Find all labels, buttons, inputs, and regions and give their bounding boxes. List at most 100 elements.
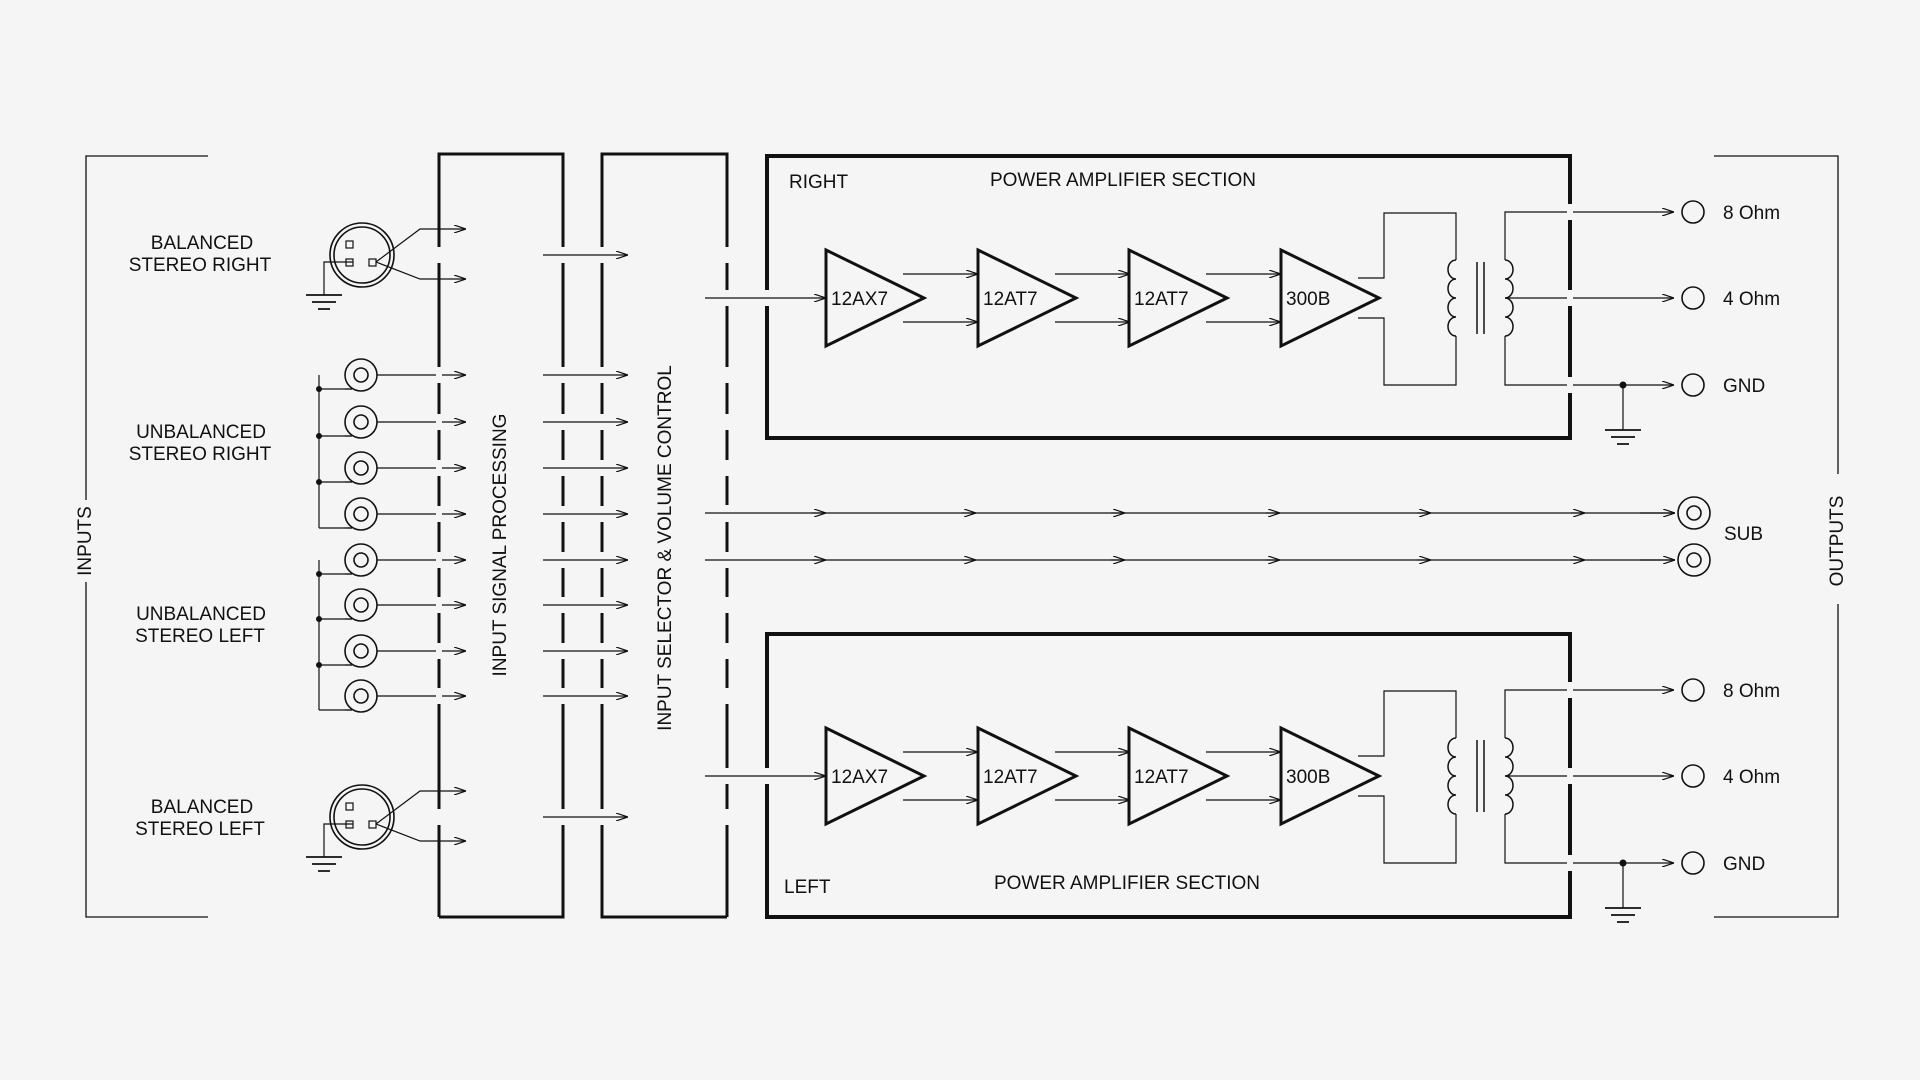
rca-center-pin <box>353 506 369 522</box>
rca-jack-icon <box>344 634 466 668</box>
rca-outer-ring <box>344 358 378 392</box>
input-processing-label: INPUT SIGNAL PROCESSING <box>490 414 511 677</box>
balanced-right-label-line1: BALANCED <box>151 233 253 254</box>
amp-triangle-icon <box>1127 247 1231 349</box>
rca-outer-ring <box>344 405 378 439</box>
rca-outer-ring <box>344 451 378 485</box>
tube-label: 12AT7 <box>983 767 1038 788</box>
rca-jack-icon <box>344 451 466 485</box>
junction-dot <box>316 662 322 668</box>
ground-symbol <box>306 294 342 310</box>
junction-dot <box>316 386 322 392</box>
tube-label: 12AX7 <box>831 289 888 310</box>
junction-dot <box>316 571 322 577</box>
tube-label: 12AX7 <box>831 767 888 788</box>
amp-triangle-icon <box>976 247 1080 349</box>
primary-lead <box>1358 690 1457 757</box>
right-power-amp-section: RIGHT POWER AMPLIFIER SECTION <box>765 154 1572 440</box>
amp-triangle-icon <box>976 725 1080 827</box>
unbalanced-left-label-line1: UNBALANCED <box>136 604 266 625</box>
sub-output-label: SUB <box>1724 524 1763 545</box>
xlr-pin <box>345 802 354 811</box>
balanced-right-label-line2: STEREO RIGHT <box>129 255 272 276</box>
unbalanced-right-label-line1: UNBALANCED <box>136 422 266 443</box>
output-terminal-icon <box>1681 678 1705 702</box>
ground-symbol <box>1605 859 1641 923</box>
left-channel-label: LEFT <box>784 877 831 898</box>
junction-dot <box>316 479 322 485</box>
rca-outer-ring <box>344 497 378 531</box>
tube-amp-stage: 12AX7 <box>824 725 978 827</box>
rca-center-pin <box>353 460 369 476</box>
ground-bars <box>1605 429 1641 445</box>
ground-bars <box>1605 907 1641 923</box>
output-line-8ohm <box>1504 212 1674 260</box>
tube-label: 300B <box>1286 289 1330 310</box>
rca-ground-bus <box>316 375 352 529</box>
output-label: 4 Ohm <box>1723 289 1780 310</box>
amp-triangle-icon <box>1279 725 1383 827</box>
output-label: GND <box>1723 854 1765 875</box>
rca-center-pin <box>1686 505 1702 521</box>
primary-lead <box>1358 795 1457 864</box>
rca-jack-icon <box>344 543 466 577</box>
output-terminal-icon <box>1681 373 1705 397</box>
output-label: 8 Ohm <box>1723 681 1780 702</box>
rca-center-pin <box>353 643 369 659</box>
tube-amp-stage: 300B <box>1279 725 1383 827</box>
xlr-pin <box>345 240 354 249</box>
xlr-pin <box>368 258 377 267</box>
tube-amp-stage: 300B <box>1279 247 1383 349</box>
tube-amp-stage: 12AX7 <box>824 247 978 349</box>
input-group-labels: BALANCED STEREO RIGHT UNBALANCED STEREO … <box>129 233 272 840</box>
rca-outer-ring <box>1677 543 1711 577</box>
output-line-8ohm <box>1504 690 1674 738</box>
outputs-label: OUTPUTS <box>1827 496 1848 587</box>
selector-volume-label: INPUT SELECTOR & VOLUME CONTROL <box>655 365 676 731</box>
output-label: 8 Ohm <box>1723 203 1780 224</box>
left-section-label: POWER AMPLIFIER SECTION <box>994 873 1260 894</box>
output-terminal-icon <box>1681 200 1705 224</box>
sub-output-jack-icon <box>1677 543 1711 577</box>
amp-triangle-icon <box>1279 247 1383 349</box>
xlr-pin <box>368 820 377 829</box>
tube-amp-stage: 12AT7 <box>1127 725 1281 827</box>
rca-center-pin <box>353 552 369 568</box>
output-transformer-icon <box>1358 212 1514 386</box>
rca-center-pin <box>1686 552 1702 568</box>
output-label: GND <box>1723 376 1765 397</box>
rca-outer-ring <box>344 588 378 622</box>
junction-dot <box>316 616 322 622</box>
tube-label: 12AT7 <box>1134 289 1189 310</box>
rca-center-pin <box>353 367 369 383</box>
sub-output-jack-icon <box>1677 496 1711 530</box>
output-terminal-icon <box>1681 764 1705 788</box>
right-channel-label: RIGHT <box>789 172 849 193</box>
unbalanced-left-label-line2: STEREO LEFT <box>135 626 265 647</box>
output-label: 4 Ohm <box>1723 767 1780 788</box>
primary-lead <box>1358 317 1457 386</box>
rca-outer-ring <box>1677 496 1711 530</box>
output-terminal-icon <box>1681 286 1705 310</box>
primary-coil <box>1447 737 1457 815</box>
tube-amp-stage: 12AT7 <box>1127 247 1281 349</box>
rca-jack-icon <box>344 405 466 439</box>
balanced-left-label-line1: BALANCED <box>151 797 253 818</box>
selector-volume-block: INPUT SELECTOR & VOLUME CONTROL <box>600 152 729 919</box>
input-processing-block: INPUT SIGNAL PROCESSING <box>437 152 565 919</box>
rca-jack-icon <box>344 679 466 713</box>
rca-outer-ring <box>344 679 378 713</box>
amp-triangle-icon <box>1127 725 1231 827</box>
tube-label: 12AT7 <box>983 289 1038 310</box>
outputs-bracket: OUTPUTS <box>1714 155 1848 918</box>
rca-center-pin <box>353 597 369 613</box>
rca-jack-icon <box>344 497 466 531</box>
output-line-gnd <box>1504 814 1674 863</box>
right-section-label: POWER AMPLIFIER SECTION <box>990 170 1256 191</box>
tube-amp-stage: 12AT7 <box>976 247 1130 349</box>
